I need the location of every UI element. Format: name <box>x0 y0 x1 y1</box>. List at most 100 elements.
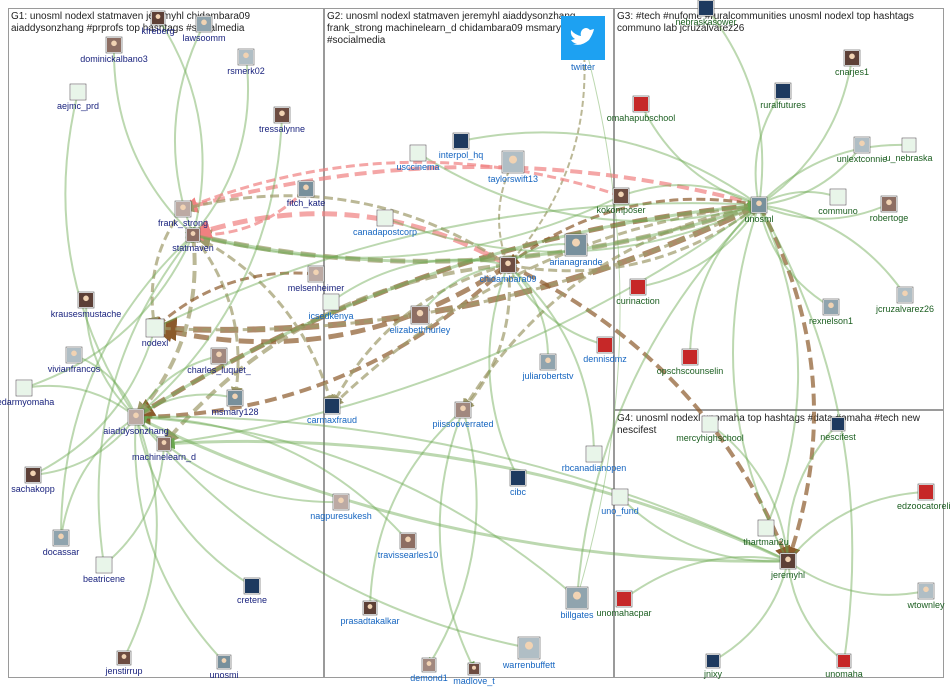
edge-msmary128-aiaddysonzhang <box>135 393 236 418</box>
node-curinaction[interactable]: curinaction <box>616 278 660 306</box>
logo-avatar <box>919 485 933 499</box>
node-thartman2u[interactable]: thartman2u <box>743 519 789 547</box>
node-beatricene[interactable]: beatricene <box>83 556 125 584</box>
node-label: canadapostcorp <box>353 227 417 237</box>
node-redarmyomaha[interactable]: redarmyomaha <box>0 379 54 407</box>
node-travissearles10[interactable]: travissearles10 <box>378 532 439 560</box>
node-melsenheimer[interactable]: melsenheimer <box>288 265 345 293</box>
node-interpol_hq[interactable]: interpol_hq <box>439 132 484 160</box>
node-communo[interactable]: communo <box>818 188 858 216</box>
node-piissooverrated[interactable]: piissooverrated <box>432 401 494 429</box>
node-demond1[interactable]: demond1 <box>410 657 448 683</box>
node-mercyhighschool[interactable]: mercyhighschool <box>676 415 744 443</box>
node-label: nebraskasower <box>675 17 736 27</box>
node-unosmi[interactable]: unosmi <box>209 654 239 680</box>
node-warrenbuffett[interactable]: warrenbuffett <box>502 636 556 670</box>
node-u_nebraska[interactable]: u_nebraska <box>885 137 933 163</box>
node-rbcanadianopen[interactable]: rbcanadianopen <box>562 445 627 473</box>
node-jcruzalvarez26[interactable]: jcruzalvarez26 <box>875 286 934 314</box>
node-unosml[interactable]: unosml <box>744 196 774 224</box>
face-icon <box>573 591 581 600</box>
node-rsmerk02[interactable]: rsmerk02 <box>227 48 265 76</box>
face-icon <box>133 412 139 419</box>
node-frank_strong[interactable]: frank_strong <box>158 200 208 228</box>
edge-dominickalbano3-statmaven <box>112 44 194 236</box>
node-machinelearn_d[interactable]: machinelearn_d <box>132 436 196 462</box>
node-krausesmustache[interactable]: krausesmustache <box>51 291 122 319</box>
logo-avatar <box>324 295 338 309</box>
logo-avatar <box>683 350 697 364</box>
node-arianagrande[interactable]: arianagrande <box>549 233 603 267</box>
node-label: cibc <box>510 487 527 497</box>
node-label: beatricene <box>83 574 125 584</box>
node-dominickalbano3[interactable]: dominickalbano3 <box>80 36 148 64</box>
edge-billgates-unosml <box>576 204 760 599</box>
node-robertoge[interactable]: robertoge <box>870 195 909 223</box>
node-wtownley[interactable]: wtownley <box>906 582 945 610</box>
edge-melsenheimer-nodexl <box>153 271 317 330</box>
node-billgates[interactable]: billgates <box>560 586 594 620</box>
node-unomahacpar[interactable]: unomahacpar <box>596 590 652 618</box>
node-dennisdmz[interactable]: dennisdmz <box>583 336 627 364</box>
edge-chidambara09-jeremyhl <box>507 263 791 563</box>
node-charles_luquet_[interactable]: charles_luquet_ <box>187 347 252 375</box>
node-kfreberg[interactable]: kfreberg <box>141 10 175 36</box>
node-lawsoomm[interactable]: lawsoomm <box>182 15 226 43</box>
node-statmaven[interactable]: statmaven <box>172 227 214 253</box>
node-juliarobertstv[interactable]: juliarobertstv <box>521 353 574 381</box>
node-jeremyhl[interactable]: jeremyhl <box>770 552 805 580</box>
node-label: rsmerk02 <box>227 66 265 76</box>
edge-unosml-jeremyhl <box>757 204 816 563</box>
node-sachakopp[interactable]: sachakopp <box>11 466 55 494</box>
node-usccinema[interactable]: usccinema <box>396 144 440 172</box>
edge-aiaddysonzhang-warrenbuffett <box>135 416 530 651</box>
node-rexnelson1[interactable]: rexnelson1 <box>809 298 853 326</box>
node-cibc[interactable]: cibc <box>509 469 527 497</box>
node-elizabethhurley[interactable]: elizabethhurley <box>390 305 451 335</box>
edge-beatricene-machinelearn_d <box>103 443 168 566</box>
node-aejmc_prd[interactable]: aejmc_prd <box>57 83 99 111</box>
node-aiaddysonzhang[interactable]: aiaddysonzhang <box>103 408 169 436</box>
node-jenstirrup[interactable]: jenstirrup <box>104 650 143 676</box>
node-label: krausesmustache <box>51 309 122 319</box>
node-tressalynne[interactable]: tressalynne <box>259 106 305 134</box>
node-icsedkenya[interactable]: icsedkenya <box>308 293 354 321</box>
node-chidambara09[interactable]: chidambara09 <box>479 256 537 284</box>
node-jnixy[interactable]: jnixy <box>703 653 723 679</box>
node-taylorswift13[interactable]: taylorswift13 <box>488 150 538 184</box>
node-cretene[interactable]: cretene <box>237 577 267 605</box>
node-carmaxfraud[interactable]: carmaxfraud <box>307 397 357 425</box>
node-unomaha[interactable]: unomaha <box>825 653 863 679</box>
node-nebraskasower[interactable]: nebraskasower <box>675 0 737 27</box>
edge-icsedkenya-chidambara09 <box>330 258 509 303</box>
node-nescifest[interactable]: nescifest <box>820 416 856 442</box>
node-nodexl[interactable]: nodexl <box>142 318 169 348</box>
node-twitter[interactable]: twitter <box>561 16 605 72</box>
node-nagpuresukesh[interactable]: nagpuresukesh <box>310 493 372 521</box>
logo-avatar <box>631 280 645 294</box>
logo-avatar <box>97 558 111 572</box>
node-vivianfrancos[interactable]: vivianfrancos <box>48 346 101 374</box>
node-uno_fund[interactable]: uno_fund <box>601 488 639 516</box>
node-opschscounselin[interactable]: opschscounselin <box>657 348 724 376</box>
node-madlove_t[interactable]: madlove_t <box>453 662 495 686</box>
edge-aejmc_prd-aiaddysonzhang <box>64 91 137 418</box>
node-docassar[interactable]: docassar <box>43 529 80 557</box>
node-label: rexnelson1 <box>809 316 853 326</box>
node-label: unosml <box>744 214 773 224</box>
node-fitch_kate[interactable]: fitch_kate <box>287 180 326 208</box>
group-box-g2 <box>324 8 614 678</box>
node-unlextconnie[interactable]: unlextconnie <box>837 136 888 164</box>
node-cnarjes1[interactable]: cnarjes1 <box>835 49 869 77</box>
edge-unosml-nodexl <box>153 203 760 335</box>
node-label: unlextconnie <box>837 154 888 164</box>
node-prasadtakalkar[interactable]: prasadtakalkar <box>340 600 400 626</box>
node-ruralfutures[interactable]: ruralfutures <box>760 82 806 110</box>
node-label: usccinema <box>396 162 439 172</box>
node-edzoocatoreliz[interactable]: edzoocatoreliz <box>897 483 950 511</box>
node-msmary128[interactable]: msmary128 <box>211 389 259 417</box>
node-kokomposer[interactable]: kokomposer <box>596 187 646 215</box>
node-canadapostcorp[interactable]: canadapostcorp <box>353 209 417 237</box>
node-omahapubschool[interactable]: omahapubschool <box>607 95 676 123</box>
edge-jnixy-jeremyhl <box>712 560 791 662</box>
